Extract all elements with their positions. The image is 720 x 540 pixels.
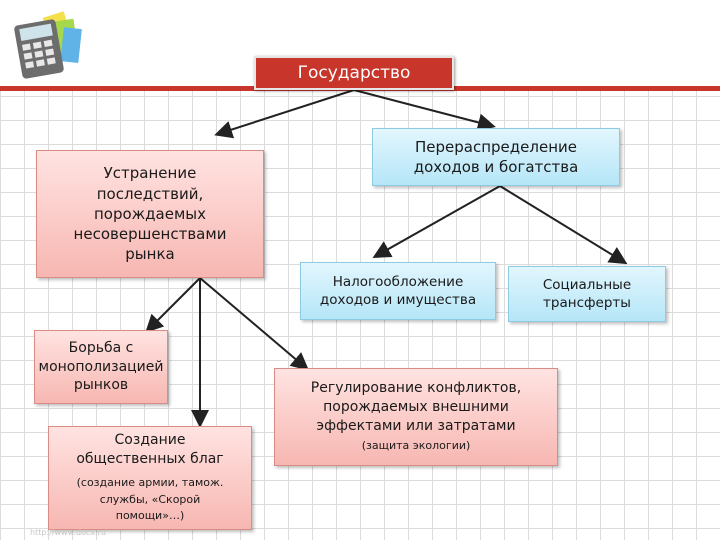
root-label: Государство [297,62,411,83]
public-goods-label: Создание общественных благ [76,432,224,468]
externalities-label: Регулирование конфликтов, порождаемых вн… [310,380,522,435]
market-failure-node: Устранение последствий, порождаемых несо… [36,150,264,278]
transfers-label: Социальные трансферты [542,276,632,311]
transfers-node: Социальные трансферты [508,266,666,322]
watermark: http://www.docx.ru [30,528,106,537]
market-failure-label: Устранение последствий, порождаемых несо… [73,164,227,264]
taxation-node: Налогообложение доходов и имущества [300,262,496,320]
externalities-node: Регулирование конфликтов, порождаемых вн… [274,368,558,466]
monopoly-node: Борьба с монополизацией рынков [34,330,168,404]
public-goods-node: Создание общественных благ (создание арм… [48,426,252,530]
externalities-note: (защита экологии) [361,439,471,453]
root-node: Государство [254,56,454,90]
taxation-label: Налогообложение доходов и имущества [319,273,477,308]
redistribution-label: Перераспределение доходов и богатства [413,137,579,176]
public-goods-note: (создание армии, тамож. службы, «Скорой … [76,476,224,523]
monopoly-label: Борьба с монополизацией рынков [38,339,164,394]
calculator-logo-icon [14,11,82,79]
redistribution-node: Перераспределение доходов и богатства [372,128,620,186]
